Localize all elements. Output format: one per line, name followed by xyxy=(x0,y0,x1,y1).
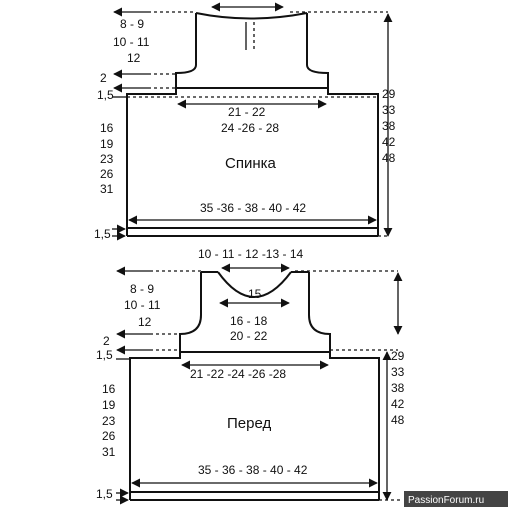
front-neckline xyxy=(217,271,292,298)
front-left-label-3: 2 xyxy=(103,334,110,348)
front-left-label-8: 26 xyxy=(102,429,116,443)
back-piece: 8 - 9 10 - 11 12 2 1,5 16 19 23 26 31 1,… xyxy=(94,2,396,241)
back-left-label-0: 8 - 9 xyxy=(120,17,144,31)
back-inner-label-0: 21 - 22 xyxy=(228,105,266,119)
back-left-label-1: 10 - 11 xyxy=(113,35,150,49)
front-left-label-5: 16 xyxy=(102,382,116,396)
front-left-label-6: 19 xyxy=(102,398,116,412)
back-right-label-2: 38 xyxy=(382,119,396,133)
front-right-label-1: 33 xyxy=(391,365,405,379)
front-left-label-2: 12 xyxy=(138,315,152,329)
front-outline xyxy=(129,272,380,493)
front-piece: 10 - 11 - 12 -13 - 14 15 16 - 18 20 - 22… xyxy=(96,247,405,505)
front-neck-width: 10 - 11 - 12 -13 - 14 xyxy=(198,247,303,261)
front-inner-label-0: 16 - 18 xyxy=(230,314,268,328)
watermark: PassionForum.ru xyxy=(404,491,508,507)
watermark-text: PassionForum.ru xyxy=(408,495,484,506)
front-title: Перед xyxy=(227,415,271,432)
back-inner-label-1: 24 -26 - 28 xyxy=(221,121,279,135)
front-inner-label-1: 20 - 22 xyxy=(230,329,268,343)
back-neckline xyxy=(195,12,308,20)
back-outline xyxy=(126,13,379,229)
front-left-label-1: 10 - 11 xyxy=(124,298,161,312)
watermark-bg xyxy=(404,491,508,507)
back-left-label-9: 31 xyxy=(100,182,114,196)
back-left-label-10: 1,5 xyxy=(94,227,111,241)
back-right-label-4: 48 xyxy=(382,151,396,165)
back-left-label-5: 16 xyxy=(100,121,114,135)
back-title: Спинка xyxy=(225,155,277,172)
front-right-label-4: 48 xyxy=(391,413,405,427)
back-right-label-3: 42 xyxy=(382,135,396,149)
front-right-label-2: 38 xyxy=(391,381,405,395)
front-yoke-width: 21 -22 -24 -26 -28 xyxy=(190,367,286,381)
back-left-label-2: 12 xyxy=(127,51,141,65)
front-left-label-4: 1,5 xyxy=(96,348,113,362)
front-neck-depth: 15 xyxy=(248,287,262,301)
back-left-label-3: 2 xyxy=(100,71,107,85)
front-bottom-width: 35 - 36 - 38 - 40 - 42 xyxy=(198,463,308,477)
front-left-label-7: 23 xyxy=(102,414,116,428)
front-right-label-3: 42 xyxy=(391,397,405,411)
front-left-label-0: 8 - 9 xyxy=(130,282,154,296)
back-left-label-8: 26 xyxy=(100,167,114,181)
back-left-label-6: 19 xyxy=(100,137,114,151)
front-right-label-0: 29 xyxy=(391,349,405,363)
back-left-label-4: 1,5 xyxy=(97,88,114,102)
back-bottom-width: 35 -36 - 38 - 40 - 42 xyxy=(200,201,306,215)
front-left-label-10: 1,5 xyxy=(96,487,113,501)
front-left-label-9: 31 xyxy=(102,445,116,459)
back-right-label-1: 33 xyxy=(382,103,396,117)
back-right-label-0: 29 xyxy=(382,87,396,101)
back-left-label-7: 23 xyxy=(100,152,114,166)
